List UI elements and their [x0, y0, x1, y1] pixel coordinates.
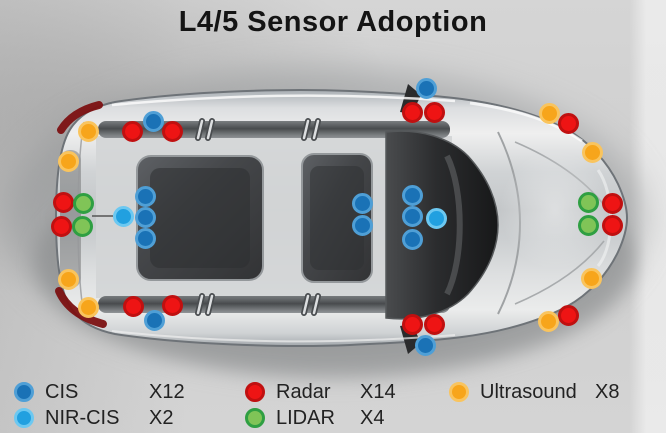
legend-count-ultrasound: X8 [595, 380, 620, 403]
sunroof-mid-inner [310, 166, 364, 270]
roof-rail-bottom [98, 296, 450, 313]
ultra-sensor-dot [77, 296, 99, 318]
ultra-sensor-dot [57, 268, 79, 290]
cis-sensor-dot [134, 227, 156, 249]
taillight-right [55, 287, 107, 328]
lidar-sensor-dot [71, 215, 93, 237]
legend-label-nir-cis: NIR-CIS [45, 406, 120, 429]
legend-item-ultrasound: Ultrasound X8 [449, 379, 619, 405]
radar-sensor-dot [557, 304, 579, 326]
lidar-sensor-dot [72, 192, 94, 214]
radar-sensor-dot [401, 101, 423, 123]
roof-crossbars [195, 118, 321, 316]
radar-sensor-dot [601, 214, 623, 236]
cis-legend-dot-icon [14, 382, 34, 402]
fender-highlight [469, 101, 583, 143]
legend-item-radar: Radar X14 [245, 379, 396, 405]
sunroof-rear-inner [150, 168, 250, 268]
lidar-sensor-dot [577, 214, 599, 236]
cis-sensor-dot [143, 309, 165, 331]
legend-item-lidar: LIDAR X4 [245, 405, 384, 431]
legend-item-nir-cis: NIR-CIS X2 [14, 405, 173, 431]
roof-rail-top [98, 121, 450, 138]
cis-sensor-dot [351, 192, 373, 214]
rear-window [60, 150, 81, 288]
ultrasound-legend-dot-icon [449, 382, 469, 402]
top-edge-highlight [111, 94, 456, 107]
cis-sensor-dot [351, 214, 373, 236]
legend-label-lidar: LIDAR [276, 406, 335, 429]
bottom-edge-highlight [111, 330, 456, 343]
lidar-legend-dot-icon [245, 408, 265, 428]
legend-label-cis: CIS [45, 380, 79, 403]
radar-sensor-dot [423, 101, 445, 123]
radar-sensor-dot [557, 112, 579, 134]
cis-sensor-dot [142, 110, 164, 132]
windshield-reflection [444, 154, 463, 296]
legend-count-cis: X12 [149, 380, 185, 403]
cis-sensor-dot [415, 77, 437, 99]
radar-sensor-dot [423, 313, 445, 335]
ultra-sensor-dot [581, 141, 603, 163]
nir-sensor-dot [112, 205, 134, 227]
page-title: L4/5 Sensor Adoption [178, 6, 488, 38]
lidar-sensor-dot [577, 191, 599, 213]
cis-sensor-dot [414, 334, 436, 356]
ultra-sensor-dot [537, 310, 559, 332]
cis-sensor-dot [401, 228, 423, 250]
radar-sensor-dot [52, 191, 74, 213]
hood-crease-bottom [514, 240, 605, 305]
radar-sensor-dot [121, 120, 143, 142]
radar-sensor-dot [161, 294, 183, 316]
radar-sensor-dot [601, 192, 623, 214]
radar-sensor-dot [401, 313, 423, 335]
nir-sensor-dot [425, 207, 447, 229]
legend-count-nir-cis: X2 [149, 406, 174, 429]
ultra-sensor-dot [580, 267, 602, 289]
taillight-left [57, 101, 103, 134]
radar-sensor-dot [161, 120, 183, 142]
legend-label-radar: Radar [276, 380, 331, 403]
legend-count-radar: X14 [360, 380, 396, 403]
nir-cis-legend-dot-icon [14, 408, 34, 428]
ultra-sensor-dot [538, 102, 560, 124]
cis-sensor-dot [401, 205, 423, 227]
legend-label-ultrasound: Ultrasound [480, 380, 577, 403]
ultra-sensor-dot [77, 120, 99, 142]
hood-shine [500, 150, 610, 270]
cis-sensor-dot [401, 184, 423, 206]
ultra-sensor-dot [57, 150, 79, 172]
radar-sensor-dot [122, 295, 144, 317]
cis-sensor-dot [134, 185, 156, 207]
legend-count-lidar: X4 [360, 406, 385, 429]
cis-sensor-dot [134, 206, 156, 228]
radar-sensor-dot [50, 215, 72, 237]
radar-legend-dot-icon [245, 382, 265, 402]
legend-item-cis: CIS X12 [14, 379, 185, 405]
